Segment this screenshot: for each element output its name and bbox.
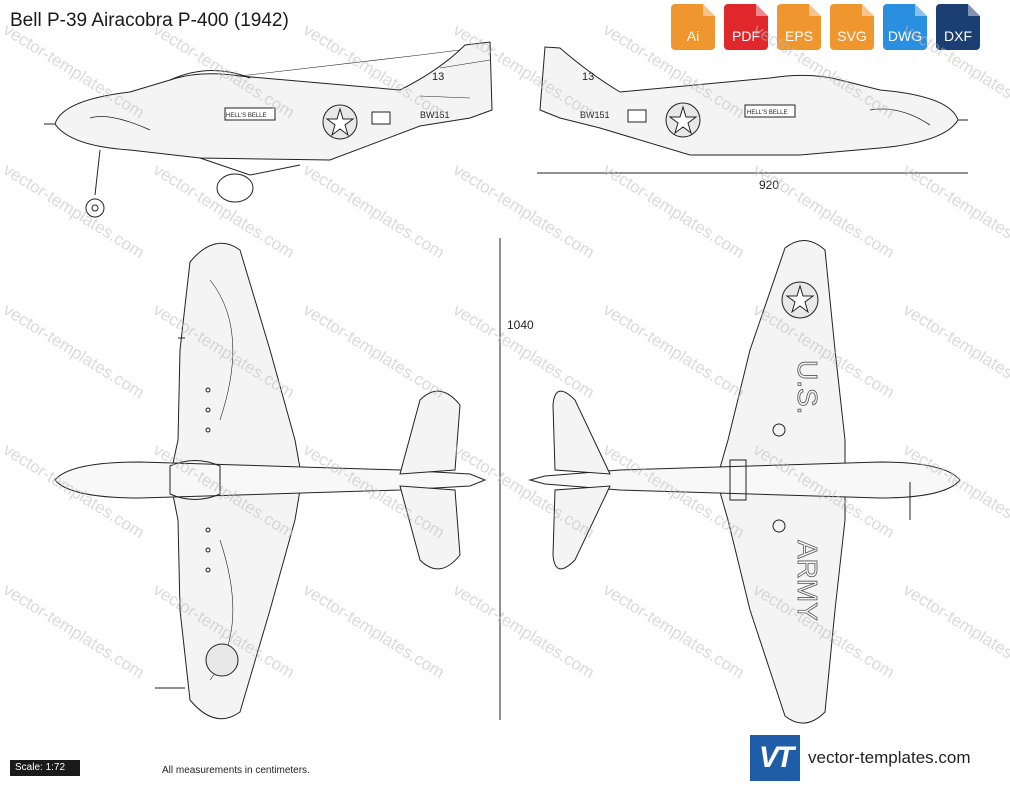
underwing-text-army: ARMY	[792, 540, 823, 621]
nose-art-right: HELL'S BELLE	[747, 110, 788, 116]
side-view-right	[537, 46, 968, 174]
pdf-format-label: PDF	[732, 28, 760, 44]
svg-format-label: SVG	[837, 28, 867, 44]
dxf-format-label: DXF	[944, 28, 972, 44]
measurement-note: All measurements in centimeters.	[162, 765, 310, 776]
underwing-text-us: U.S.	[792, 360, 823, 414]
eps-format-label: EPS	[784, 28, 813, 44]
brand-url[interactable]: vector-templates.com	[808, 748, 971, 767]
ai-format-label: Ai	[686, 28, 700, 44]
vt-logo-icon: VT	[750, 735, 800, 781]
pdf-format-icon[interactable]: PDF	[724, 4, 768, 50]
dwg-format-label: DWG	[887, 28, 923, 44]
eps-format-icon[interactable]: EPS	[777, 4, 821, 50]
dwg-format-icon[interactable]: DWG	[883, 4, 927, 50]
page-title: Bell P-39 Airacobra P-400 (1942)	[10, 10, 289, 31]
nose-art-left: HELL'S BELLE	[226, 113, 267, 119]
side-serial-right: BW151	[580, 110, 610, 120]
side-serial-left: BW151	[420, 110, 450, 120]
bottom-view	[528, 240, 961, 724]
span-dimension: 1040	[507, 318, 534, 332]
side-number-left: 13	[432, 71, 444, 83]
side-view-left	[44, 41, 493, 218]
ai-format-icon[interactable]: Ai	[671, 4, 715, 50]
top-view	[54, 242, 487, 720]
length-dimension: 920	[759, 178, 780, 192]
dxf-format-icon[interactable]: DXF	[936, 4, 980, 50]
brand[interactable]: VT vector-templates.com	[750, 735, 971, 781]
format-download-bar: Ai PDF EPS SVG DWG DXF	[671, 4, 980, 50]
svg-format-icon[interactable]: SVG	[830, 4, 874, 50]
scale-label: Scale: 1:72	[10, 760, 80, 776]
side-number-right: 13	[582, 71, 594, 83]
